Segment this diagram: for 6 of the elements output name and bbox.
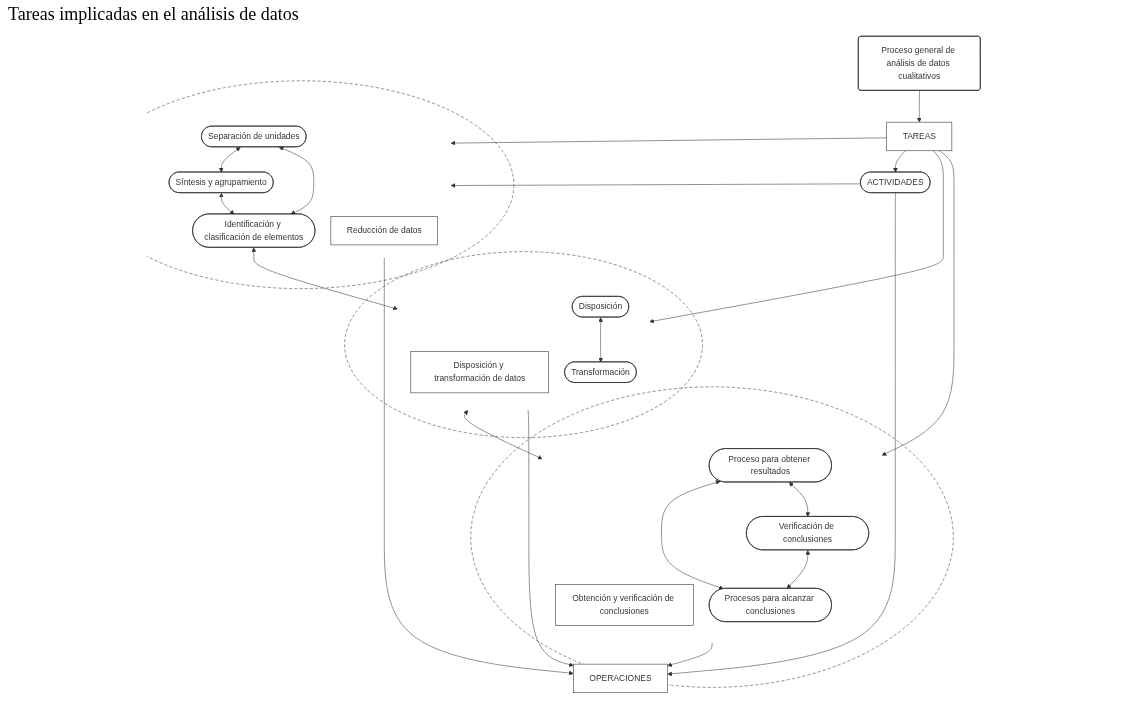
node-box: Obtención y verificación de conclusiones (555, 583, 694, 626)
diagram-title: Tareas implicadas en el análisis de datos (8, 4, 299, 25)
node-box: TAREAS (886, 121, 953, 151)
node-box: OPERACIONES (573, 663, 668, 693)
node-box: Reducción de datos (330, 215, 439, 245)
node-box: Disposición y transformación de datos (410, 350, 550, 393)
